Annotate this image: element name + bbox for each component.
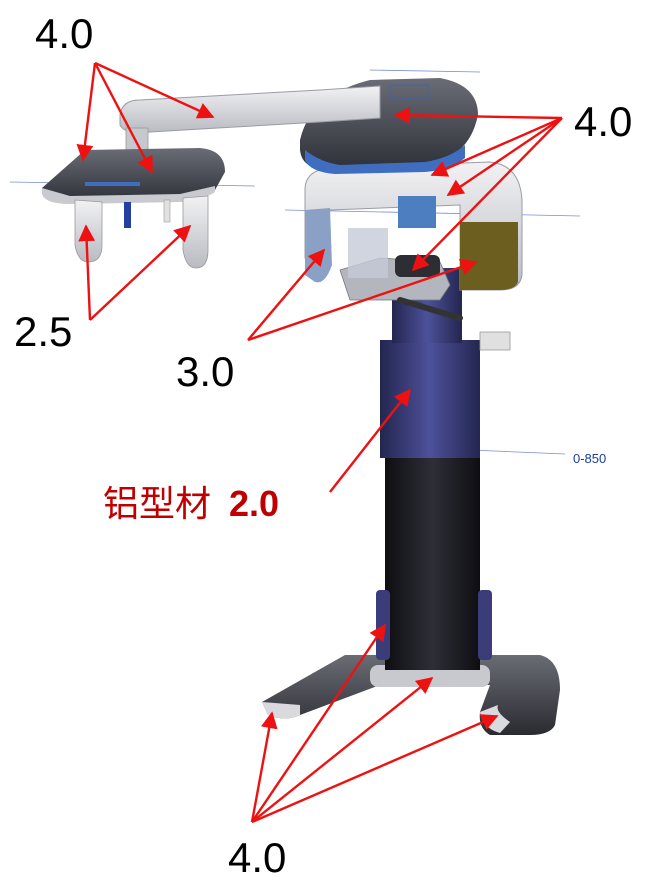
arrow-bottom-3: [251, 676, 434, 823]
label-dimension: 0-850: [573, 451, 606, 466]
arrow-bottom-4: [251, 714, 499, 824]
arrow-top-right-4: [411, 117, 563, 272]
cephalostat: [42, 148, 225, 269]
label-top-left: 4.0: [35, 10, 93, 57]
arrow-top-left-3: [94, 61, 215, 119]
arrow-top-right-3: [446, 117, 563, 196]
machine-illustration: [9, 69, 581, 735]
arrow-left-mid-2: [89, 224, 192, 321]
label-aluminum-value: 2.0: [229, 483, 279, 524]
label-aluminum: 铝型材 2.0: [103, 483, 279, 524]
label-aluminum-text: 铝型材: [103, 483, 211, 524]
arrow-top-left-1: [76, 62, 97, 162]
arrow-aluminum: [329, 388, 412, 493]
arrow-bottom-1: [250, 711, 278, 823]
label-top-right: 4.0: [574, 98, 632, 145]
column-upper: [380, 340, 480, 458]
label-center: 3.0: [176, 348, 234, 395]
annotation-arrows: [76, 61, 563, 824]
column-lower: [385, 455, 480, 670]
arrow-center-1: [247, 248, 326, 341]
label-left-mid: 2.5: [14, 308, 72, 355]
arrow-top-right-2: [430, 116, 563, 177]
arrow-top-left-2: [93, 62, 154, 174]
label-bottom: 4.0: [228, 834, 286, 881]
arrow-left-mid-1: [78, 224, 96, 321]
arrow-top-right-1: [393, 106, 563, 124]
arrow-center-2: [247, 258, 478, 342]
arrow-bottom-2: [251, 623, 386, 823]
